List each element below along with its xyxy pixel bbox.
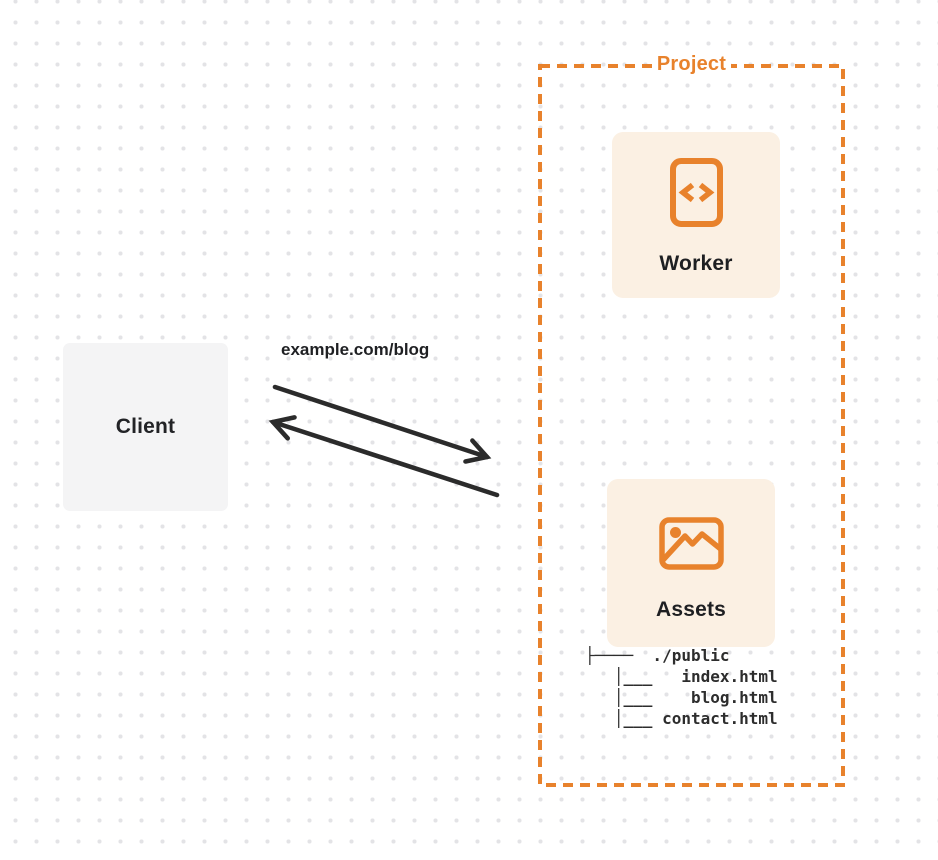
request-arrow <box>272 384 492 464</box>
response-arrow <box>268 415 500 498</box>
project-title: Project <box>538 53 845 76</box>
image-icon <box>658 517 724 570</box>
client-box: Client <box>63 343 228 511</box>
worker-label: Worker <box>659 252 733 275</box>
code-icon <box>669 158 723 227</box>
project-label: Project <box>651 53 732 76</box>
assets-label: Assets <box>655 598 727 621</box>
request-response-arrows <box>268 384 500 498</box>
project-dashed-border <box>538 64 845 787</box>
file-tree: ├──── ./public │___ index.html │___ blog… <box>585 646 778 728</box>
assets-card: Assets <box>607 479 775 647</box>
request-url-label: example.com/blog <box>281 340 430 359</box>
worker-card: Worker <box>612 132 780 298</box>
client-label: Client <box>115 415 176 438</box>
